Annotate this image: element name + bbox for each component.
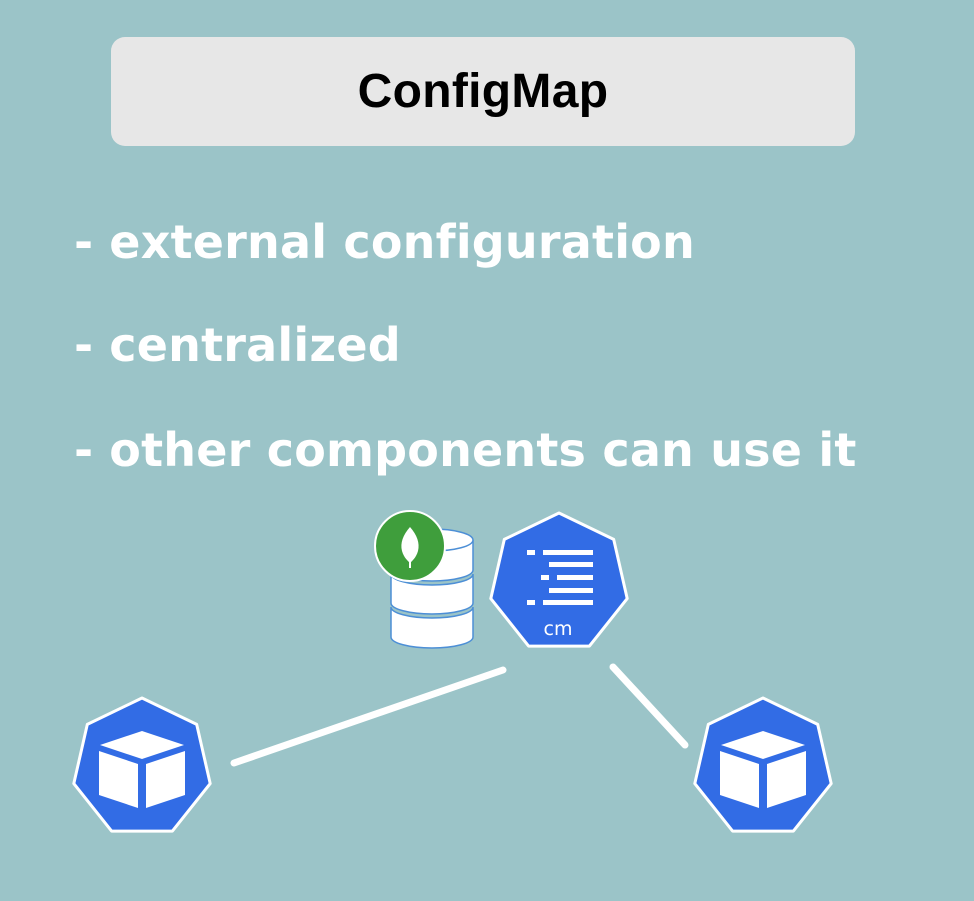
bullet-dash: - xyxy=(74,318,94,372)
bullet-item: -external configuration xyxy=(74,215,695,269)
bullet-text: centralized xyxy=(109,318,401,372)
bullet-dash: - xyxy=(74,215,94,269)
title-box: ConfigMap xyxy=(111,37,855,146)
bullet-item: -other components can use it xyxy=(74,423,857,477)
mongodb-leaf-icon xyxy=(374,510,446,582)
configmap-label: cm xyxy=(544,618,573,640)
pod-cube-icon xyxy=(72,696,212,833)
bullet-dash: - xyxy=(74,423,94,477)
connector-line xyxy=(230,666,507,767)
bullet-text: external configuration xyxy=(109,215,695,269)
bullet-item: -centralized xyxy=(74,318,401,372)
page-title: ConfigMap xyxy=(357,65,609,118)
pod-cube-icon xyxy=(693,696,833,833)
configmap-heptagon-icon: cm xyxy=(489,511,629,648)
bullet-text: other components can use it xyxy=(109,423,857,477)
connector-line xyxy=(609,663,689,749)
